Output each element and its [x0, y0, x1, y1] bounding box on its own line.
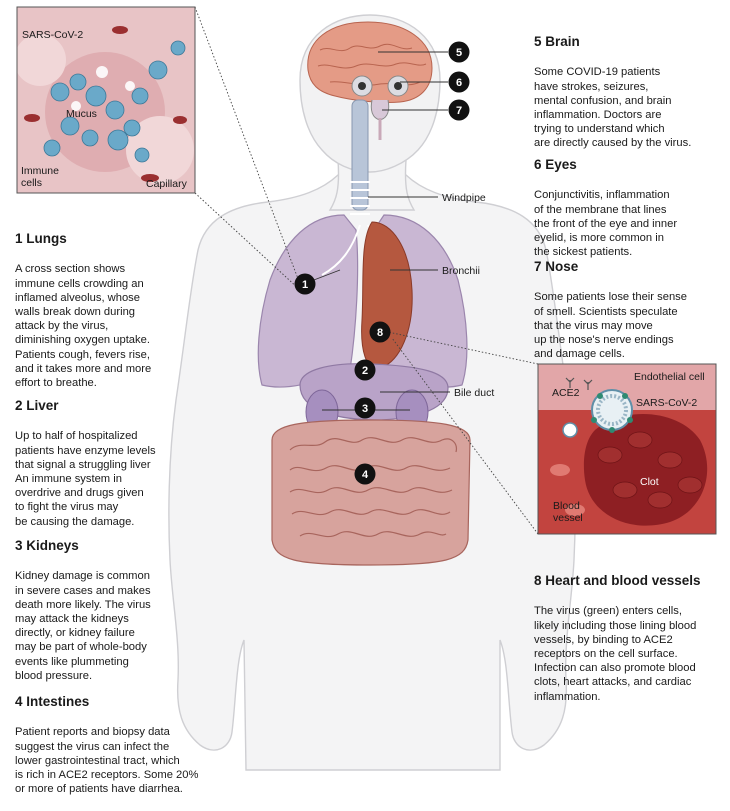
anatomy-infographic: 1 2 3 4 5 6 7 8 Windpipe Bronchii Bile d… [15, 6, 717, 795]
section-lungs: 1 Lungs A cross section shows immune cel… [15, 217, 151, 404]
marker-4: 4 [354, 463, 376, 485]
section-heart: 8 Heart and blood vessels The virus (gre… [534, 559, 701, 718]
section-nose: 7 Nose Some patients lose their sense of… [534, 245, 687, 376]
svg-text:1: 1 [302, 279, 308, 291]
label-windpipe: Windpipe [442, 192, 486, 204]
section-eyes-body: Conjunctivitis, inflammation of the memb… [534, 189, 678, 259]
label-lung-virus: SARS-CoV-2 [22, 29, 83, 41]
lung-inset [16, 6, 301, 291]
svg-text:4: 4 [362, 469, 369, 481]
intestines [271, 419, 471, 566]
marker-6: 6 [448, 71, 470, 93]
markers: 1 2 3 4 5 6 7 8 [294, 41, 470, 485]
section-brain: 5 Brain Some COVID-19 patients have stro… [534, 20, 691, 165]
section-lungs-title: 1 Lungs [15, 231, 67, 247]
section-intestines: 4 Intestines Patient reports and biopsy … [15, 680, 198, 811]
section-kidneys: 3 Kidneys Kidney damage is common in sev… [15, 524, 151, 697]
label-immune-cells: Immune cells [21, 165, 59, 189]
section-intestines-title: 4 Intestines [15, 694, 90, 710]
section-nose-title: 7 Nose [534, 259, 579, 275]
section-liver-title: 2 Liver [15, 398, 59, 414]
windpipe [350, 99, 370, 215]
section-kidneys-body: Kidney damage is common in severe cases … [15, 570, 151, 682]
label-clot: Clot [640, 476, 659, 488]
section-kidneys-title: 3 Kidneys [15, 538, 79, 554]
label-mucus: Mucus [66, 108, 97, 120]
section-brain-title: 5 Brain [534, 34, 580, 50]
svg-text:2: 2 [362, 365, 368, 377]
svg-text:3: 3 [362, 403, 368, 415]
section-lungs-body: A cross section shows immune cells crowd… [15, 263, 152, 390]
section-liver: 2 Liver Up to half of hospitalized patie… [15, 384, 156, 543]
label-ace2: ACE2 [552, 387, 580, 399]
illustration: 1 2 3 4 5 6 7 8 Windpipe Bronchii Bile d… [16, 6, 717, 771]
marker-5: 5 [448, 41, 470, 63]
label-vessel-virus: SARS-CoV-2 [636, 397, 697, 409]
section-liver-body: Up to half of hospitalized patients have… [15, 430, 156, 528]
marker-3: 3 [354, 397, 376, 419]
svg-text:8: 8 [377, 327, 383, 339]
marker-2: 2 [354, 359, 376, 381]
svg-text:7: 7 [456, 105, 462, 117]
head [299, 14, 441, 173]
section-brain-body: Some COVID-19 patients have strokes, sei… [534, 66, 692, 150]
label-capillary: Capillary [146, 178, 188, 190]
marker-1: 1 [294, 273, 316, 295]
label-endothelial: Endothelial cell [634, 371, 705, 383]
label-bile-duct: Bile duct [454, 387, 494, 399]
label-bronchii: Bronchii [442, 265, 480, 277]
section-heart-title: 8 Heart and blood vessels [534, 573, 701, 589]
section-intestines-body: Patient reports and biopsy data suggest … [15, 726, 199, 796]
label-blood-vessel: Blood vessel [553, 500, 583, 524]
vessel-inset [387, 331, 717, 535]
marker-7: 7 [448, 99, 470, 121]
section-eyes-title: 6 Eyes [534, 157, 577, 173]
section-heart-body: The virus (green) enters cells, likely i… [534, 605, 697, 703]
svg-text:5: 5 [456, 47, 462, 59]
svg-text:6: 6 [456, 77, 462, 89]
section-nose-body: Some patients lose their sense of smell.… [534, 291, 687, 361]
section-eyes: 6 Eyes Conjunctivitis, inflammation of t… [534, 143, 677, 274]
marker-8: 8 [369, 321, 391, 343]
